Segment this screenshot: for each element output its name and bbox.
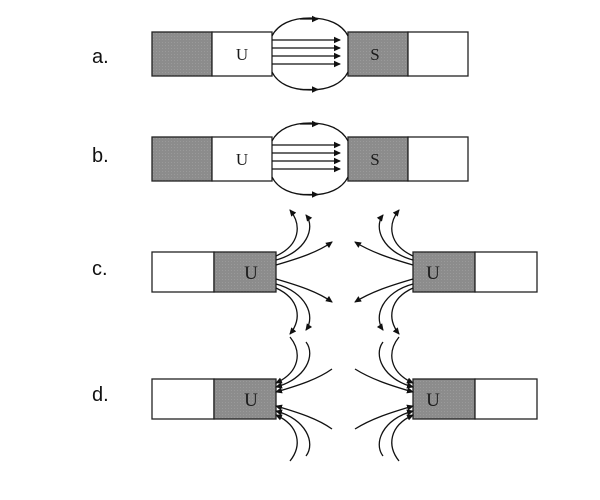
option-a-left-magnet-far-half	[151, 31, 213, 77]
option-d-right-magnet-pole	[412, 378, 476, 420]
option-d-field-line	[275, 368, 333, 394]
option-c-field-line	[275, 209, 298, 257]
option-d[interactable]: d. U U	[92, 336, 538, 462]
option-c-field-line	[391, 287, 414, 335]
option-d-right-magnet: U	[412, 378, 538, 420]
option-d-field-line	[378, 341, 414, 389]
option-c-field-line	[391, 209, 414, 257]
option-d-right-pole-label: U	[426, 390, 440, 411]
option-d-right-field-lines	[354, 336, 414, 462]
option-c-field-line	[275, 214, 313, 261]
option-d-field-line	[391, 336, 414, 384]
option-b-left-magnet-far-half	[151, 136, 213, 182]
option-d-field-line	[275, 409, 311, 457]
option-b[interactable]: b. U S	[92, 120, 469, 198]
option-c[interactable]: c. U U	[92, 209, 538, 335]
option-a-right-pole-label: S	[370, 45, 379, 64]
option-b-right-magnet: S	[347, 136, 469, 182]
option-d-left-pole-label: U	[244, 390, 258, 411]
option-a-left-magnet-pole	[211, 31, 273, 77]
option-a-right-magnet: S	[347, 31, 469, 77]
option-d-label: d.	[92, 384, 109, 406]
option-c-left-magnet-far-half	[151, 251, 215, 293]
option-c-field-line	[275, 241, 333, 266]
option-b-right-magnet-pole	[347, 136, 409, 182]
option-c-left-magnet-pole	[213, 251, 277, 293]
option-c-left-field-lines	[275, 209, 333, 335]
option-c-label: c.	[92, 258, 108, 280]
option-c-field-line	[376, 214, 414, 261]
option-b-left-magnet-pole	[211, 136, 273, 182]
option-a-left-magnet: U	[151, 31, 273, 77]
option-d-right-magnet-far-half	[474, 378, 538, 420]
option-c-field-line	[376, 283, 414, 331]
option-c-field-line	[354, 278, 414, 303]
option-a-field-line-arc	[271, 17, 349, 37]
option-b-left-magnet: U	[151, 136, 273, 182]
option-b-field-lines	[271, 120, 349, 198]
option-d-field-line	[354, 368, 414, 394]
option-c-right-magnet: U	[412, 251, 538, 293]
option-d-left-field-lines	[275, 336, 333, 462]
option-a-left-pole-label: U	[236, 45, 248, 64]
option-a[interactable]: a. U S	[92, 15, 469, 93]
option-a-label: a.	[92, 46, 109, 68]
option-b-right-magnet-far-half	[407, 136, 469, 182]
option-a-right-magnet-far-half	[407, 31, 469, 77]
option-d-field-line	[275, 341, 311, 389]
option-b-field-line-arc	[271, 122, 349, 142]
option-c-left-magnet: U	[151, 251, 277, 293]
option-d-left-magnet-pole	[213, 378, 277, 420]
option-c-field-line	[275, 278, 333, 303]
option-c-right-magnet-far-half	[474, 251, 538, 293]
option-c-right-magnet-pole	[412, 251, 476, 293]
option-c-field-line	[275, 287, 298, 335]
option-a-right-magnet-pole	[347, 31, 409, 77]
option-c-field-line	[354, 241, 414, 266]
option-c-right-field-lines	[354, 209, 414, 335]
option-d-left-magnet-far-half	[151, 378, 215, 420]
option-a-field-lines	[271, 15, 349, 93]
option-b-right-pole-label: S	[370, 150, 379, 169]
option-d-field-line	[275, 404, 333, 430]
option-c-field-line	[275, 283, 313, 331]
option-d-field-line	[354, 404, 414, 430]
option-b-label: b.	[92, 145, 109, 167]
option-c-right-pole-label: U	[426, 263, 440, 284]
option-d-field-line	[275, 336, 298, 384]
option-d-left-magnet: U	[151, 378, 277, 420]
option-c-left-pole-label: U	[244, 263, 258, 284]
option-d-field-line	[275, 414, 298, 462]
option-d-field-line	[378, 409, 414, 457]
option-d-field-line	[391, 414, 414, 462]
option-a-field-line-arc	[271, 71, 349, 91]
option-b-left-pole-label: U	[236, 150, 248, 169]
option-b-field-line-arc	[271, 176, 349, 196]
